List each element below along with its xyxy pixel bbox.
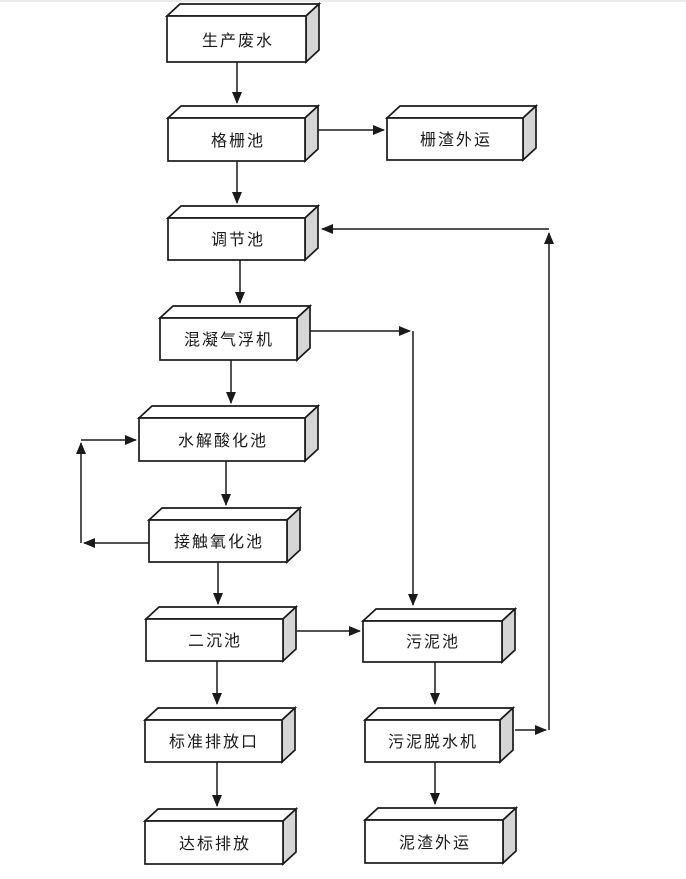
node-grid-tank: 格栅池 [165,104,321,163]
node-contact-oxidation-tank: 接触氧化池 [146,506,303,564]
node-label: 接触氧化池 [174,533,264,551]
node-regulating-tank: 调节池 [165,204,321,262]
box-front-face [148,519,288,563]
box-top-face [165,105,321,119]
box-front-face [144,719,283,763]
box-top-face [164,3,322,17]
node-secondary-sedimentation-tank: 二沉池 [143,605,299,663]
node-mud-residue-hauled-away: 泥渣外运 [362,806,519,865]
box-front-face [167,217,306,261]
node-standard-discharge-outlet: 标准排放口 [142,706,298,764]
box-front-face [364,819,504,864]
node-coagulation-air-flotation-machine: 混凝气浮机 [157,304,313,362]
box-front-face [167,117,306,162]
node-label: 二沉池 [188,632,242,650]
node-label: 泥渣外运 [399,834,471,852]
box-top-face [384,105,539,119]
box-front-face [166,15,307,63]
node-sludge-dewatering-machine: 污泥脱水机 [362,706,516,764]
box-top-face [157,305,313,319]
box-front-face [364,719,501,763]
node-label: 调节池 [211,231,265,249]
box-top-face [360,608,518,622]
node-label: 污泥池 [406,633,460,651]
box-top-face [165,205,321,219]
node-label: 水解酸化池 [178,432,268,450]
box-top-face [142,808,299,822]
page-top-edge [0,0,686,2]
box-top-face [362,707,516,721]
nodes-layer: 生产废水 格栅池 栅渣外运 调节池 [136,2,539,866]
box-front-face [362,620,503,663]
box-front-face [138,417,306,462]
box-top-face [136,405,321,419]
node-label: 格栅池 [211,132,265,150]
box-top-face [142,707,298,721]
node-label: 生产废水 [202,32,274,50]
edges-layer [76,62,554,807]
box-front-face [145,618,284,662]
node-label: 标准排放口 [169,733,259,751]
node-label: 混凝气浮机 [184,331,274,349]
node-hydrolysis-acidification-tank: 水解酸化池 [136,404,321,463]
box-front-face [386,117,524,161]
box-top-face [362,807,519,821]
box-front-face [159,317,298,361]
node-label: 污泥脱水机 [388,733,478,751]
box-top-face [143,606,299,620]
node-label: 栅渣外运 [420,131,492,149]
node-sludge-tank: 污泥池 [360,607,518,664]
box-top-face [146,507,303,521]
node-label: 达标排放 [179,835,251,853]
node-production-wastewater: 生产废水 [164,2,322,64]
node-screenings-hauled-away: 栅渣外运 [384,104,539,162]
box-front-face [144,820,284,865]
node-standard-compliant-discharge: 达标排放 [142,807,299,866]
